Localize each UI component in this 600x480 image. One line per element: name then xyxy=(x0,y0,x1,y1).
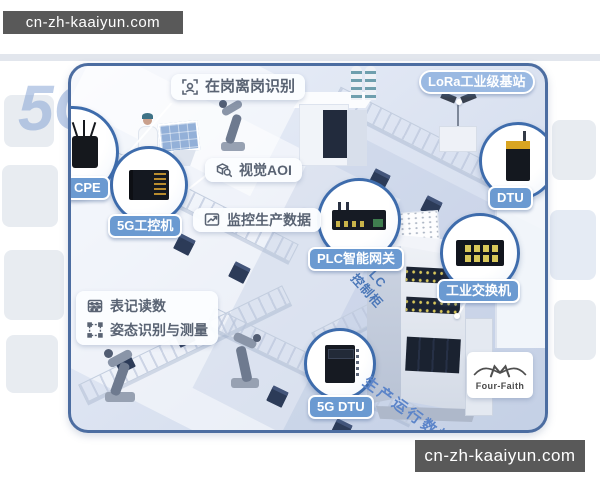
dtu5g-device-circle xyxy=(304,328,376,400)
four-faith-brand-text: Four-Faith xyxy=(475,380,525,391)
antenna-mast xyxy=(457,104,459,130)
four-faith-mark-icon xyxy=(473,363,527,377)
antenna-base-box xyxy=(439,126,477,152)
dtu-device xyxy=(506,131,530,181)
feature-label-group: 表记读数 姿态识别与测量 xyxy=(76,291,218,345)
cpe-antenna xyxy=(71,122,79,137)
robot-arm-joint xyxy=(104,349,113,358)
robot-arm-base xyxy=(231,378,259,388)
switch-ports-row xyxy=(465,255,499,262)
machine-opening xyxy=(323,110,347,158)
switch-ports-row xyxy=(465,245,499,252)
chart-icon xyxy=(204,213,220,226)
feature-label-aoi-text: 视觉AOI xyxy=(239,162,292,178)
feature-label-pose-text: 姿态识别与测量 xyxy=(110,322,208,338)
connector-dot xyxy=(456,99,462,105)
feature-label-meter-text: 表记读数 xyxy=(110,298,166,314)
device-label-switch: 工业交换机 xyxy=(437,279,521,303)
worker-head xyxy=(143,116,152,125)
machine-pipe xyxy=(351,66,362,100)
background-blur-blob xyxy=(2,165,58,227)
gateway-ports xyxy=(336,221,366,227)
feature-label-monitor: 监控生产数据 xyxy=(193,208,321,233)
watermark-bottom-right: cn-zh-kaaiyun.com xyxy=(415,440,585,472)
background-band xyxy=(0,54,600,61)
device-label-plc-gateway: PLC智能网关 xyxy=(308,247,405,271)
cpe-antenna xyxy=(89,122,97,137)
pose-recognition-icon xyxy=(87,322,103,338)
dtu-antenna xyxy=(523,131,526,141)
background-blur-blob xyxy=(550,210,596,280)
cabinet-pedestal xyxy=(376,406,476,422)
background-blur-blob xyxy=(4,250,64,320)
diagram-panel: PLC 控制柜 xyxy=(68,63,548,433)
gateway-antenna xyxy=(346,202,349,210)
connector-dot xyxy=(454,313,460,319)
feature-label-aoi: 视觉AOI xyxy=(205,158,302,183)
background-blur-blob xyxy=(6,335,58,393)
device-label-ipc: 5G工控机 xyxy=(108,214,183,238)
gateway-antenna xyxy=(338,202,341,210)
feature-label-onduty-text: 在岗离岗识别 xyxy=(205,78,296,95)
switch-device xyxy=(456,240,504,266)
feature-label-pose: 姿态识别与测量 xyxy=(86,320,208,340)
gateway-terminal xyxy=(373,219,383,227)
background-blur-blob xyxy=(552,120,596,180)
robot-arm-base xyxy=(221,142,245,151)
dtu5g-pins xyxy=(356,349,359,379)
feature-label-meter: 表记读数 xyxy=(86,296,208,316)
feature-label-onduty: 在岗离岗识别 xyxy=(171,74,306,100)
dtu-device-strip xyxy=(506,141,530,149)
dtu5g-screen xyxy=(328,349,354,359)
watermark-top-left: cn-zh-kaaiyun.com xyxy=(3,11,183,34)
background-blur-blob xyxy=(4,95,54,147)
box-magnifier-icon xyxy=(216,163,233,178)
meter-reading-icon xyxy=(87,299,103,313)
four-faith-logo: Four-Faith xyxy=(467,352,533,398)
worker-cap xyxy=(142,113,153,119)
robot-arm-base xyxy=(105,392,135,402)
ipc-device xyxy=(129,170,169,200)
cpe-device xyxy=(71,120,98,168)
feature-label-monitor-text: 监控生产数据 xyxy=(227,212,311,228)
device-label-lora: LoRa工业级基站 xyxy=(419,70,535,94)
ipc-device-circle xyxy=(110,146,188,224)
robot-arm-joint xyxy=(219,100,227,108)
face-scan-icon xyxy=(182,78,198,95)
cabinet-shelf-device xyxy=(405,336,461,374)
dtu5g-device xyxy=(325,345,359,383)
device-label-cpe: CPE xyxy=(71,176,110,200)
plc-gateway-device xyxy=(332,202,386,230)
machine-side xyxy=(347,110,367,166)
background-blur-blob xyxy=(554,300,596,360)
device-label-dtu5g: 5G DTU xyxy=(308,395,374,419)
ipc-device-fins xyxy=(154,173,166,197)
machine-pipe xyxy=(365,66,376,100)
device-label-dtu: DTU xyxy=(488,186,533,210)
robot-arm-joint xyxy=(253,334,261,342)
cpe-antenna xyxy=(83,120,85,136)
